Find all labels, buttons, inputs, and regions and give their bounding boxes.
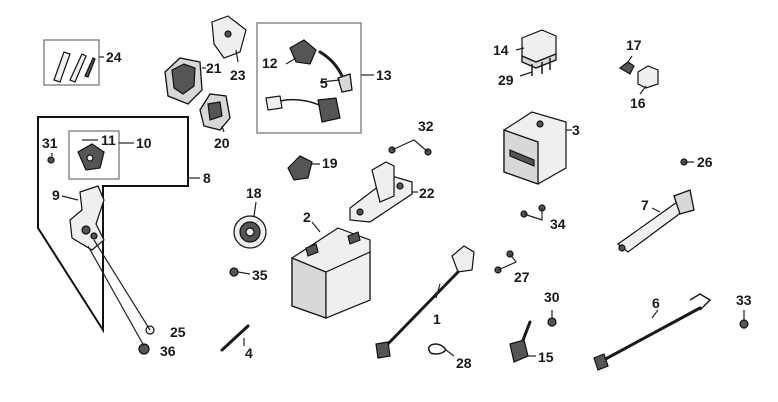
label-18: 18: [246, 185, 262, 201]
label-33: 33: [736, 292, 752, 308]
part-7-bracket: [617, 189, 695, 253]
part-2-battery: [291, 227, 371, 319]
label-4: 4: [245, 345, 253, 361]
label-34: 34: [550, 216, 566, 232]
part-23-cover: [211, 15, 247, 59]
label-22: 22: [419, 185, 435, 201]
label-14: 14: [493, 42, 509, 58]
part-14-relay: [521, 29, 557, 76]
part-22-bracket: [349, 161, 413, 223]
callout-labels: 1 2 3 4 5 6 7 8 9 10 11 12 13 14 15 16 1…: [42, 37, 752, 371]
label-5: 5: [320, 75, 328, 91]
part-9-mount: [69, 185, 105, 251]
part-31-screw: [47, 156, 55, 164]
label-7: 7: [641, 197, 649, 213]
part-17-bulb: [618, 61, 635, 75]
label-8: 8: [203, 170, 211, 186]
label-19: 19: [322, 155, 338, 171]
part-28-clip: [427, 343, 447, 355]
label-35: 35: [252, 267, 268, 283]
label-31: 31: [42, 135, 58, 151]
part-30-bolt: [547, 317, 557, 327]
label-30: 30: [544, 289, 560, 305]
label-16: 16: [630, 95, 646, 111]
label-28: 28: [456, 355, 472, 371]
label-6: 6: [652, 295, 660, 311]
label-26: 26: [697, 154, 713, 170]
label-1: 1: [433, 311, 441, 327]
label-12: 12: [262, 55, 278, 71]
part-13-wiring-group: [265, 39, 353, 123]
label-2: 2: [303, 209, 311, 225]
group-10-box: [68, 130, 120, 180]
part-24-tool-kit: [53, 51, 96, 83]
part-1-sensor-cable: [375, 245, 475, 359]
group-8-outline: [37, 116, 189, 334]
part-20-holder: [199, 93, 231, 131]
label-10: 10: [136, 135, 152, 151]
part-18-horn: [233, 215, 267, 249]
part-10-switch: [77, 143, 105, 171]
label-20: 20: [214, 135, 230, 151]
part-19-clip: [287, 155, 313, 181]
label-11: 11: [101, 132, 116, 148]
label-17: 17: [626, 37, 642, 53]
part-6-harness: [593, 293, 712, 371]
part-33-bolt: [739, 319, 749, 329]
label-3: 3: [572, 122, 580, 138]
label-29: 29: [498, 72, 514, 88]
label-9: 9: [52, 187, 60, 203]
label-36: 36: [160, 343, 176, 359]
label-24: 24: [106, 49, 122, 65]
part-35-bolt: [229, 267, 239, 277]
group-24-box: [43, 39, 100, 86]
part-3-regulator: [503, 111, 567, 185]
label-23: 23: [230, 67, 246, 83]
label-32: 32: [418, 118, 434, 134]
label-15: 15: [538, 349, 554, 365]
leader-lines: [51, 47, 745, 357]
label-13: 13: [376, 67, 392, 83]
part-16-socket: [637, 65, 659, 89]
part-21-bracket: [164, 57, 203, 105]
group-13-box: [256, 22, 362, 134]
label-27: 27: [514, 269, 530, 285]
label-21: 21: [206, 60, 222, 76]
part-4-rod: [220, 324, 250, 352]
part-36-nut: [138, 343, 150, 355]
part-15-sensor: [509, 320, 532, 363]
label-25: 25: [170, 324, 186, 340]
